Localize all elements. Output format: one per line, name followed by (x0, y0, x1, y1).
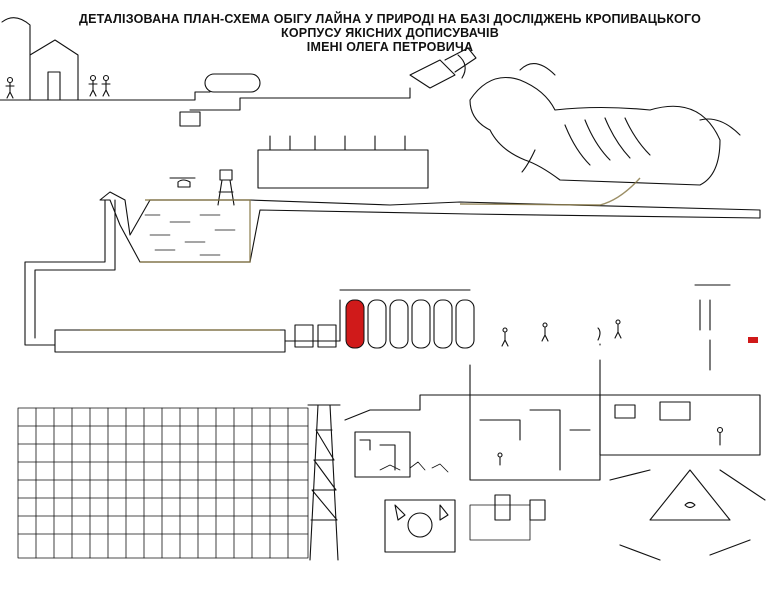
crate-and-bottle (494, 494, 546, 521)
monitoring-room (599, 394, 761, 456)
symbol-diagram (609, 469, 766, 561)
pipeline-top (119, 87, 411, 111)
river-bank (99, 191, 761, 263)
substation (354, 431, 411, 478)
tank-horizontal (204, 73, 261, 93)
power-line (344, 394, 471, 421)
diagram-title-line-2: ІМЕНІ ОЛЕГА ПЕТРОВИЧА (306, 40, 474, 54)
solar-panel-field (17, 407, 309, 559)
storage-tanks (367, 299, 475, 349)
diagram-title-line-1: ДЕТАЛІЗОВАНА ПЛАН-СХЕМА ОБІГУ ЛАЙНА У ПР… (78, 12, 702, 40)
pipe-manifold (284, 289, 471, 348)
sewage-stream (80, 177, 641, 331)
reclining-creature (469, 63, 741, 186)
red-tank (345, 299, 365, 349)
pipe-to-row4 (469, 339, 711, 396)
watch-tower (217, 169, 235, 206)
treatment-channel (54, 329, 286, 353)
collector-box (179, 111, 201, 127)
river-waves (144, 214, 236, 256)
processing-figures (501, 284, 731, 347)
lattice-tower (307, 404, 341, 561)
framed-portrait (384, 499, 456, 553)
drinking-person (409, 47, 477, 89)
stick-figures-village (5, 74, 111, 99)
diagram-title: ДЕТАЛІЗОВАНА ПЛАН-СХЕМА ОБІГУ ЛАЙНА У ПР… (50, 12, 730, 54)
helicopter (169, 177, 196, 188)
red-flag (748, 337, 758, 343)
sewage-pipe-row2 (24, 199, 116, 346)
control-room (469, 394, 601, 481)
outhouse (1, 17, 79, 101)
factory-building (257, 135, 429, 189)
